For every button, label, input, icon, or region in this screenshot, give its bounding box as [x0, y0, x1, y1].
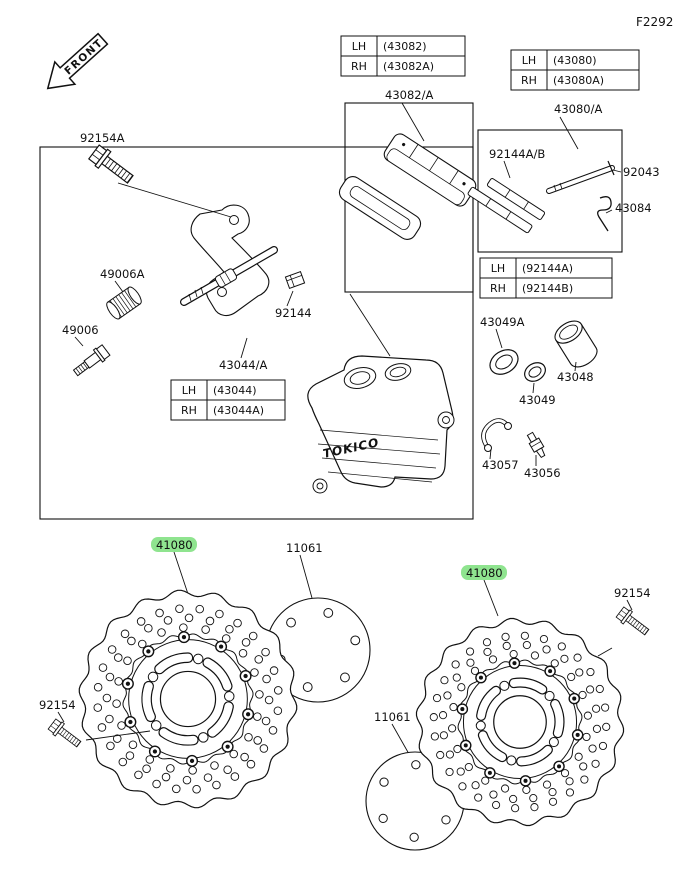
part-label-43044a: 43044/A [219, 358, 267, 372]
seal-43049-drawing [524, 362, 546, 382]
highlight-41080-right [461, 565, 507, 580]
bolt-92154-right-drawing [614, 605, 652, 639]
table-cell: LH [491, 262, 505, 275]
part-label-92144: 92144 [275, 306, 312, 320]
table-cell: (92144A) [522, 262, 573, 275]
part-label-43056: 43056 [524, 466, 561, 480]
part-label-92154-left: 92154 [39, 698, 76, 712]
main-assembly-box [39, 146, 474, 520]
table-cell: LH [352, 40, 366, 53]
clip-43084-drawing [597, 196, 612, 232]
part-label-43080a: 43080/A [554, 102, 602, 116]
table-cell: (43082A) [383, 60, 434, 73]
brake-disc [415, 617, 625, 827]
pin-92043-drawing [546, 160, 615, 194]
highlight-41080-left [151, 537, 197, 552]
table-cell: RH [521, 74, 537, 87]
discs-layer [78, 589, 625, 851]
table-43080: LH (43080) RH (43080A) [510, 49, 640, 91]
part-label-11061-bottom: 11061 [374, 710, 411, 724]
leader-lines-over-discs [85, 647, 613, 741]
part-label-92154a: 92154A [80, 131, 125, 145]
part-label-92154-right: 92154 [614, 586, 651, 600]
table-cell: (43082) [383, 40, 427, 53]
seal-43049a-drawing [489, 349, 519, 375]
table-cell: (43044A) [213, 404, 264, 417]
brake-pad-shim-drawing [338, 176, 422, 240]
front-arrow-shape [46, 32, 109, 90]
part-label-43048: 43048 [557, 370, 594, 384]
part-label-92043: 92043 [623, 165, 660, 179]
figure-code: F2292 [636, 15, 673, 29]
table-cell: (43044) [213, 384, 257, 397]
table-cell: RH [181, 404, 197, 417]
table-cell: (92144B) [522, 282, 573, 295]
piston-43048-drawing [554, 320, 598, 368]
brake-pad-drawing [383, 133, 477, 207]
table-cell: (43080) [553, 54, 597, 67]
part-label-43084: 43084 [615, 201, 652, 215]
clip-92144-drawing [284, 270, 306, 290]
table-43082: LH (43082) RH (43082A) [340, 35, 466, 77]
table-cell: RH [351, 60, 367, 73]
pipe-43057-drawing [481, 418, 512, 452]
part-label-43082a: 43082/A [385, 88, 433, 102]
pad-springs-drawing [467, 178, 546, 234]
table-43044: LH (43044) RH (43044A) [170, 379, 286, 421]
part-label-43057: 43057 [482, 458, 519, 472]
table-92144: LH (92144A) RH (92144B) [479, 257, 613, 299]
part-label-43049a: 43049A [480, 315, 525, 329]
table-cell: LH [522, 54, 536, 67]
cap-49006a-drawing [106, 286, 142, 320]
part-label-11061-top: 11061 [286, 541, 323, 555]
leader-lines [57, 102, 633, 755]
table-cell: RH [490, 282, 506, 295]
valve-43056-drawing [526, 431, 546, 459]
part-label-49006a: 49006A [100, 267, 145, 281]
pin-49006-drawing [72, 344, 111, 377]
front-arrow: FRONT [46, 32, 109, 90]
part-label-92144ab: 92144A/B [489, 147, 545, 161]
part-label-49006: 49006 [62, 323, 99, 337]
caliper-drawing: TOKICO [307, 355, 455, 494]
table-cell: (43080A) [553, 74, 604, 87]
bolt-92154a-drawing [87, 143, 138, 189]
part-label-43049: 43049 [519, 393, 556, 407]
brake-disc [78, 589, 298, 809]
part-label-41080-left: 41080 [156, 538, 193, 552]
part-label-41080-right: 41080 [466, 566, 503, 580]
bracket-43044-drawing [180, 204, 278, 317]
table-cell: LH [182, 384, 196, 397]
front-arrow-label: FRONT [62, 37, 105, 78]
bolt-92154-left-drawing [46, 717, 84, 751]
